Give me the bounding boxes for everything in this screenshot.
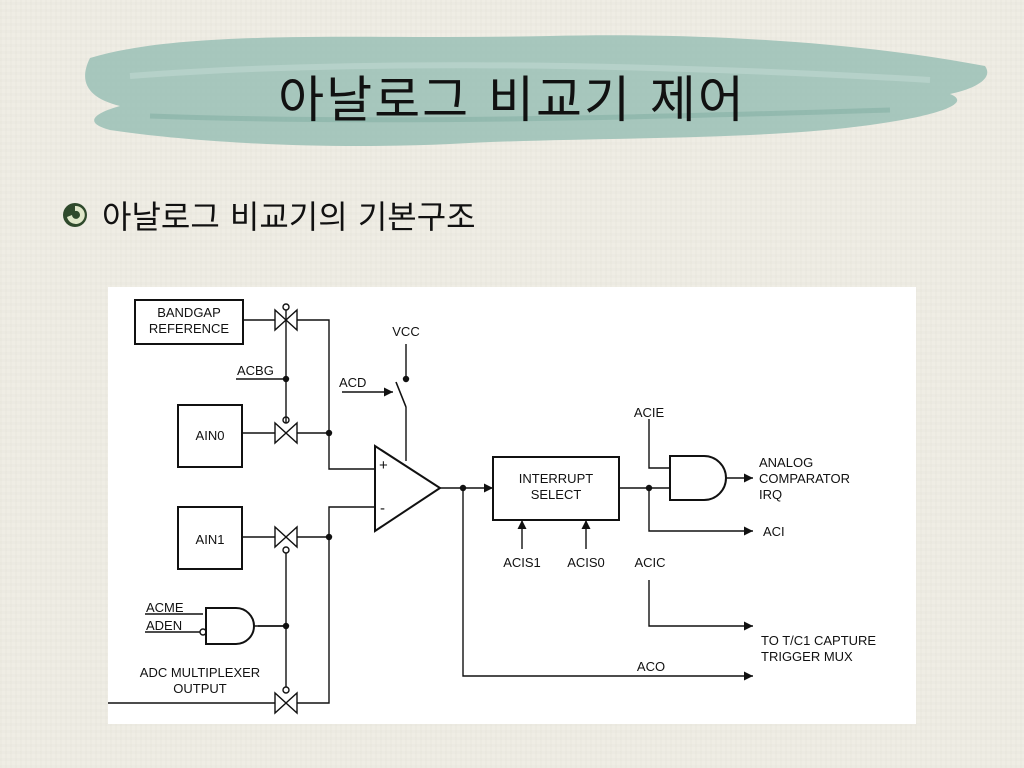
diagram-canvas: BANDGAP REFERENCE ACBG AIN0 AIN1 ACME AD… xyxy=(108,299,876,715)
irq-label-line2: COMPARATOR xyxy=(759,471,850,486)
swirl-bullet-icon xyxy=(63,203,87,227)
bullet-text: 아날로그 비교기의 기본구조 xyxy=(102,198,476,236)
bullet-item: 아날로그 비교기의 기본구조 xyxy=(60,192,476,238)
acis1-label: ACIS1 xyxy=(503,555,541,570)
comparator-block-diagram: BANDGAP REFERENCE ACBG AIN0 AIN1 ACME AD… xyxy=(108,287,916,724)
acie-label: ACIE xyxy=(634,405,665,420)
minus-label: - xyxy=(380,500,385,517)
mux-switch xyxy=(274,686,298,715)
plus-label: + xyxy=(379,457,388,474)
aden-label: ADEN xyxy=(146,618,182,633)
irq-and-gate xyxy=(669,455,727,501)
acis0-label: ACIS0 xyxy=(567,555,605,570)
irq-label-line1: ANALOG xyxy=(759,455,813,470)
ain0-box xyxy=(177,404,243,468)
vcc-label: VCC xyxy=(392,324,419,339)
acd-label: ACD xyxy=(339,375,366,390)
title-brush-stroke xyxy=(85,35,988,147)
acbg-label: ACBG xyxy=(237,363,274,378)
comparator-symbol xyxy=(374,444,442,533)
ain1-switch xyxy=(274,525,298,554)
acic-label: ACIC xyxy=(634,555,665,570)
capture-label-line1: TO T/C1 CAPTURE xyxy=(761,633,876,648)
irq-label-line3: IRQ xyxy=(759,487,782,502)
interrupt-label-line2: SELECT xyxy=(531,487,582,502)
bandgap-label-line2: REFERENCE xyxy=(149,321,230,336)
acme-label: ACME xyxy=(146,600,184,615)
slide-title: 아날로그 비교기 제어 xyxy=(278,71,746,129)
aco-label: ACO xyxy=(637,659,665,674)
bandgap-label-line1: BANDGAP xyxy=(157,305,221,320)
interrupt-label-line1: INTERRUPT xyxy=(519,471,593,486)
ain1-label: AIN1 xyxy=(196,532,225,547)
capture-label-line2: TRIGGER MUX xyxy=(761,649,853,664)
mux-enable-gate xyxy=(205,607,255,645)
bandgap-reference-box xyxy=(134,299,244,345)
mux-label-line2: OUTPUT xyxy=(173,681,227,696)
ain1-box xyxy=(177,506,243,570)
ain0-label: AIN0 xyxy=(196,428,225,443)
aci-label: ACI xyxy=(763,524,785,539)
mux-label-line1: ADC MULTIPLEXER xyxy=(140,665,260,680)
